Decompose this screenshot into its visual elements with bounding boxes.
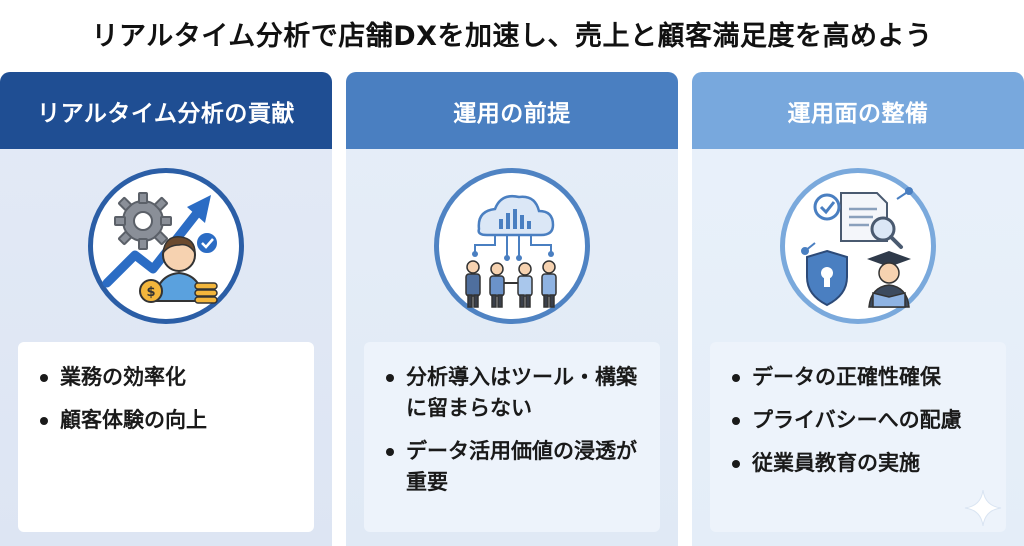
bullet-item: データ活用価値の浸透が重要 [382, 436, 646, 498]
bullet-item: プライバシーへの配慮 [728, 405, 992, 436]
column-header: リアルタイム分析の貢献 [0, 72, 332, 149]
column-operations: 運用面の整備 [692, 72, 1024, 546]
security-education-icon [780, 168, 936, 324]
bullet-item: 業務の効率化 [36, 362, 300, 393]
column-header: 運用の前提 [346, 72, 678, 149]
bullet-card: 分析導入はツール・構築に留まらない データ活用価値の浸透が重要 [364, 342, 660, 532]
column-header: 運用面の整備 [692, 72, 1024, 149]
page-title: リアルタイム分析で店舗DXを加速し、売上と顧客満足度を高めよう [91, 21, 933, 52]
bullet-item: 分析導入はツール・構築に留まらない [382, 362, 646, 424]
bullet-item: 顧客体験の向上 [36, 405, 300, 436]
bullet-card: データの正確性確保 プライバシーへの配慮 従業員教育の実施 [710, 342, 1006, 532]
bullet-item: 従業員教育の実施 [728, 448, 992, 479]
sparkle-icon [964, 489, 1002, 527]
cloud-team-icon [434, 168, 590, 324]
bullet-card: 業務の効率化 顧客体験の向上 [18, 342, 314, 532]
growth-chart-person-icon: $ [88, 168, 244, 324]
bullet-item: データの正確性確保 [728, 362, 992, 393]
column-contribution: リアルタイム分析の貢献 [0, 72, 332, 546]
svg-text:$: $ [146, 285, 155, 300]
column-premise: 運用の前提 [346, 72, 678, 546]
